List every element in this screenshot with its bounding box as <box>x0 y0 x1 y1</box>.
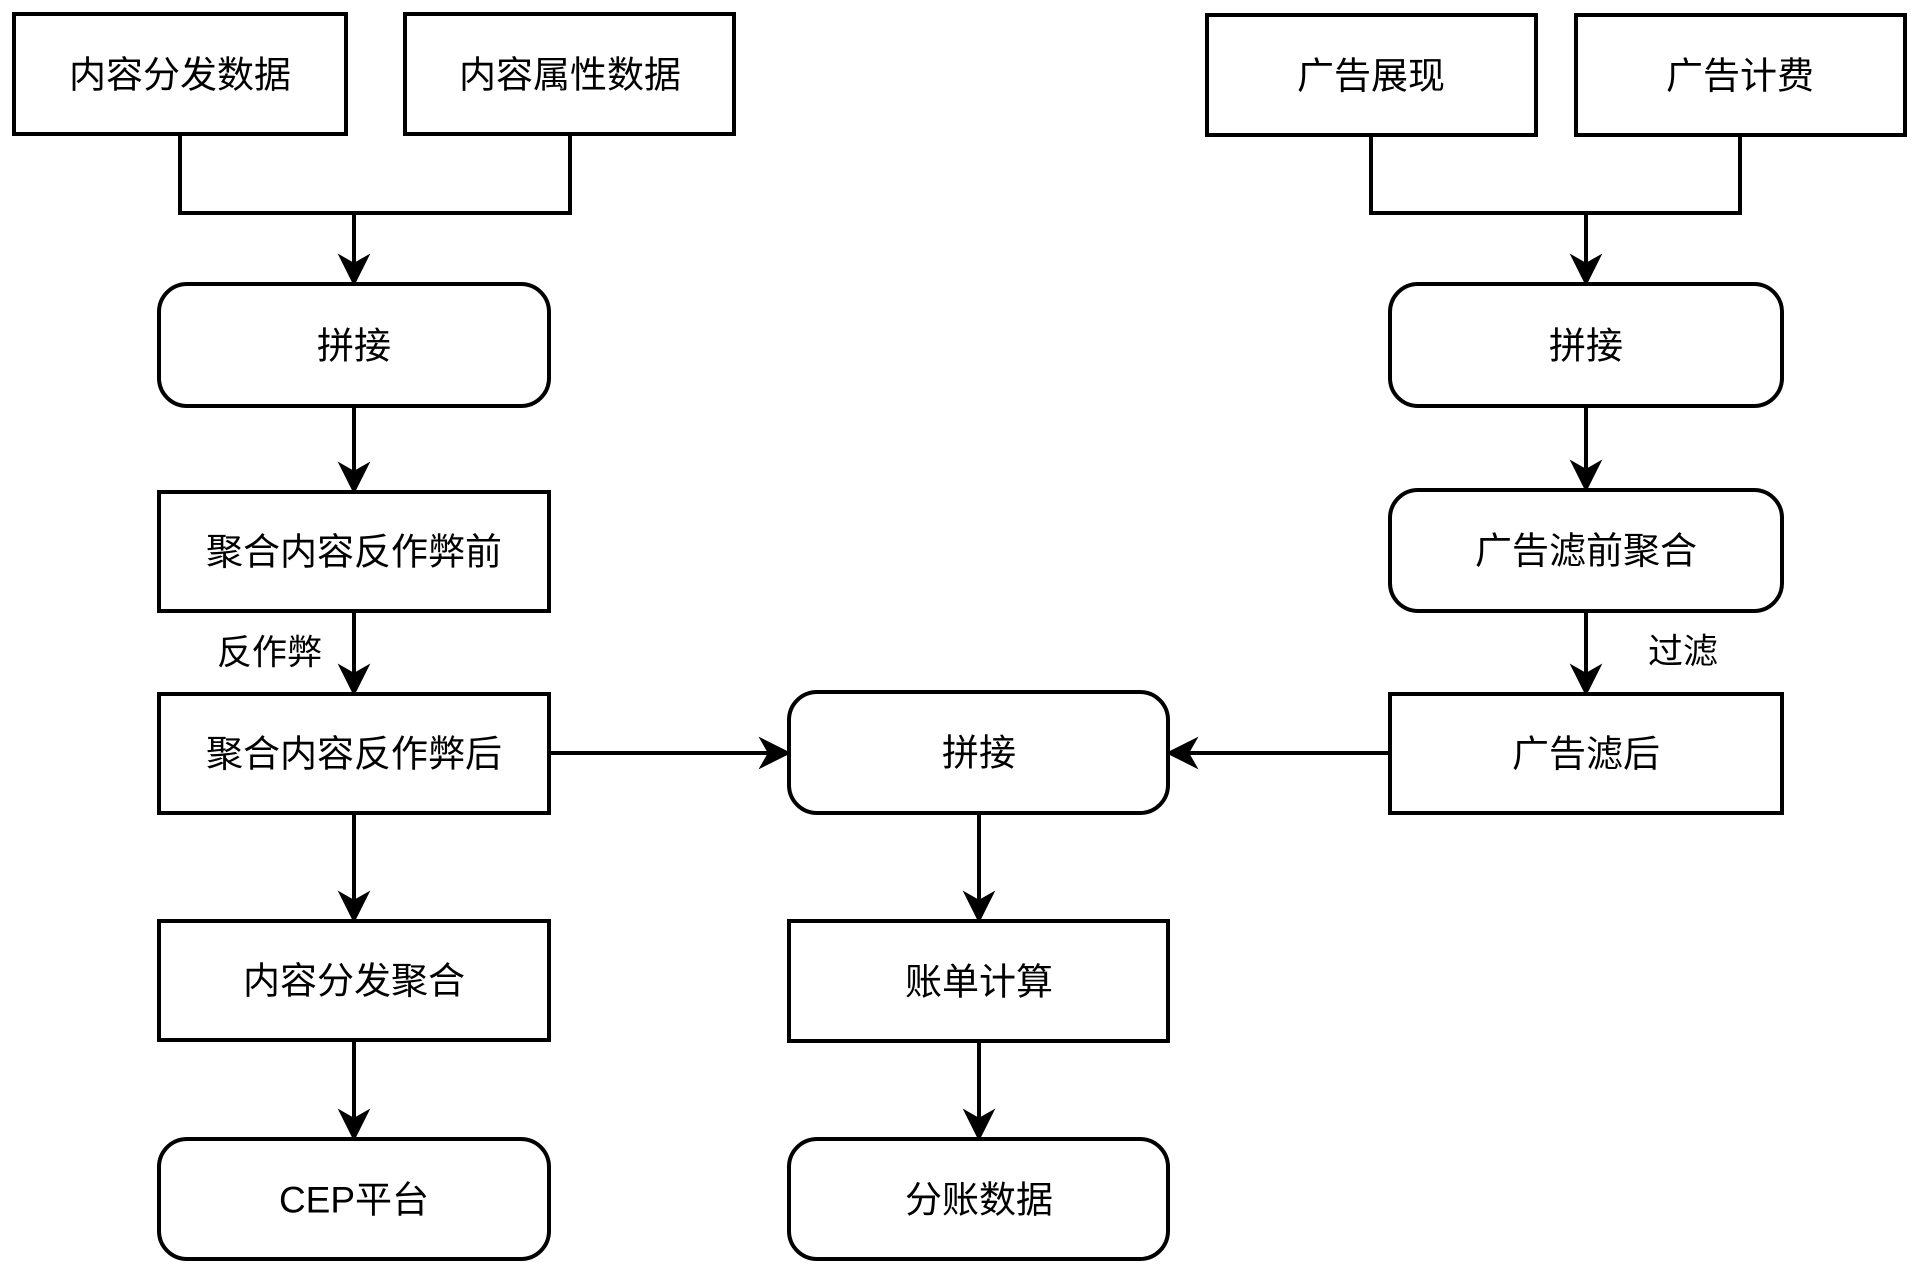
edge-content-dist-agg-to-cep <box>337 1040 371 1142</box>
node-label: 广告滤后 <box>1512 734 1660 775</box>
arrowhead-icon <box>758 736 792 770</box>
node-shape <box>157 692 551 815</box>
arrowhead-icon <box>962 890 996 924</box>
edge-sources-to-join-left <box>178 134 572 287</box>
node-shape <box>157 919 551 1042</box>
arrowhead-icon <box>1569 253 1603 287</box>
node-label: 分账数据 <box>905 1180 1053 1221</box>
edge-agg-post-to-join-middle <box>549 736 792 770</box>
edge-sources-to-join-right <box>1369 135 1742 287</box>
node-label: CEP平台 <box>279 1180 429 1221</box>
node-shape <box>1574 13 1907 137</box>
node-label: 聚合内容反作弊前 <box>206 532 502 573</box>
arrowhead-icon <box>337 663 371 697</box>
edge-join-middle-to-bill-calc <box>962 813 996 924</box>
node-shape <box>1205 13 1538 137</box>
arrowhead-icon <box>1165 736 1199 770</box>
node-label: 内容分发数据 <box>69 55 291 96</box>
node-split-account-data: 分账数据 <box>787 1137 1170 1261</box>
node-shape <box>12 12 348 136</box>
node-label: 账单计算 <box>905 962 1053 1003</box>
node-shape <box>787 1137 1170 1261</box>
edge-line <box>178 134 572 215</box>
edge-label-anti-cheat: 反作弊 <box>217 634 322 673</box>
arrowhead-icon <box>337 253 371 287</box>
node-shape <box>157 1137 551 1261</box>
node-label: 广告滤前聚合 <box>1475 531 1697 572</box>
arrowhead-icon <box>337 890 371 924</box>
node-shape <box>787 919 1170 1043</box>
arrowhead-icon <box>337 461 371 495</box>
node-shape <box>403 12 736 136</box>
node-shape <box>787 690 1170 815</box>
node-agg-pre-anticheat: 聚合内容反作弊前 <box>157 490 551 613</box>
node-join-right: 拼接 <box>1388 282 1784 408</box>
node-ad-postfilter: 广告滤后 <box>1388 692 1784 815</box>
node-join-middle: 拼接 <box>787 690 1170 815</box>
edge-bill-calc-to-split-data <box>962 1041 996 1142</box>
node-label: 拼接 <box>317 326 391 367</box>
node-shape <box>157 282 551 408</box>
node-agg-post-anticheat: 聚合内容反作弊后 <box>157 692 551 815</box>
arrowhead-icon <box>1569 459 1603 493</box>
arrowhead-icon <box>1569 663 1603 697</box>
node-ad-prefilter-agg: 广告滤前聚合 <box>1388 488 1784 613</box>
node-join-left: 拼接 <box>157 282 551 408</box>
node-bill-calculation: 账单计算 <box>787 919 1170 1043</box>
arrowhead-icon <box>962 1108 996 1142</box>
edge-ad-postfilter-to-join-middle <box>1165 736 1390 770</box>
edge-agg-pre-to-agg-post: 反作弊 <box>217 611 371 697</box>
node-shape <box>1388 488 1784 613</box>
node-cep-platform: CEP平台 <box>157 1137 551 1261</box>
node-content-attr-data: 内容属性数据 <box>403 12 736 136</box>
node-label: 拼接 <box>1549 326 1623 367</box>
node-shape <box>157 490 551 613</box>
edge-join-right-to-ad-prefilter <box>1569 406 1603 493</box>
node-label: 广告计费 <box>1666 56 1814 97</box>
edge-ad-prefilter-to-ad-postfilter: 过滤 <box>1569 611 1718 697</box>
node-label: 拼接 <box>942 733 1016 774</box>
node-ad-billing: 广告计费 <box>1574 13 1907 137</box>
edge-label-filter: 过滤 <box>1648 633 1718 672</box>
node-label: 内容分发聚合 <box>243 961 465 1002</box>
node-content-dist-agg: 内容分发聚合 <box>157 919 551 1042</box>
node-label: 聚合内容反作弊后 <box>206 734 502 775</box>
edge-agg-post-to-content-dist-agg <box>337 813 371 924</box>
node-shape <box>1388 282 1784 408</box>
node-content-dist-data: 内容分发数据 <box>12 12 348 136</box>
edge-join-left-to-agg-pre <box>337 406 371 495</box>
node-label: 内容属性数据 <box>459 55 681 96</box>
node-shape <box>1388 692 1784 815</box>
node-label: 广告展现 <box>1297 56 1445 97</box>
arrowhead-icon <box>337 1108 371 1142</box>
node-ad-impression: 广告展现 <box>1205 13 1538 137</box>
edge-line <box>1369 135 1742 215</box>
